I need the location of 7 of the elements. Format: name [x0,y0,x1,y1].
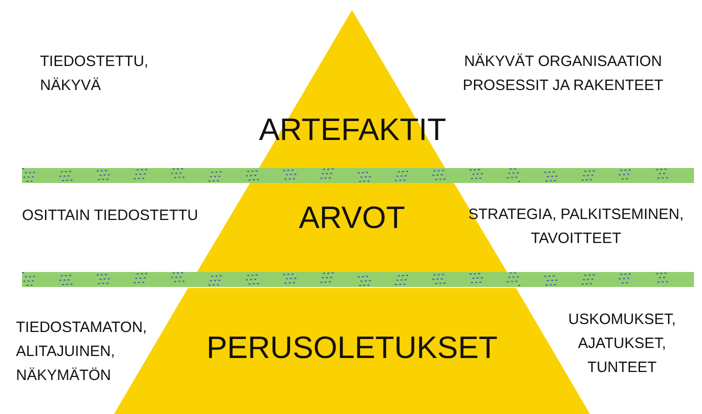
tier-title: PERUSOLETUKSET [206,330,498,365]
side-note: USKOMUKSET, AJATUKSET, TUNTEET [567,310,677,378]
side-note: TIEDOSTETTU, NÄKYVÄ [40,52,150,96]
side-note: TIEDOSTAMATON, ALITAJUINEN, NÄKYMÄTÖN [16,318,148,386]
tier-title: ARVOT [298,200,406,235]
side-note: NÄKYVÄT ORGANISAATION PROSESSIT JA RAKENTEET [462,52,664,96]
side-note: OSITTAIN TIEDOSTETTU [22,206,200,226]
